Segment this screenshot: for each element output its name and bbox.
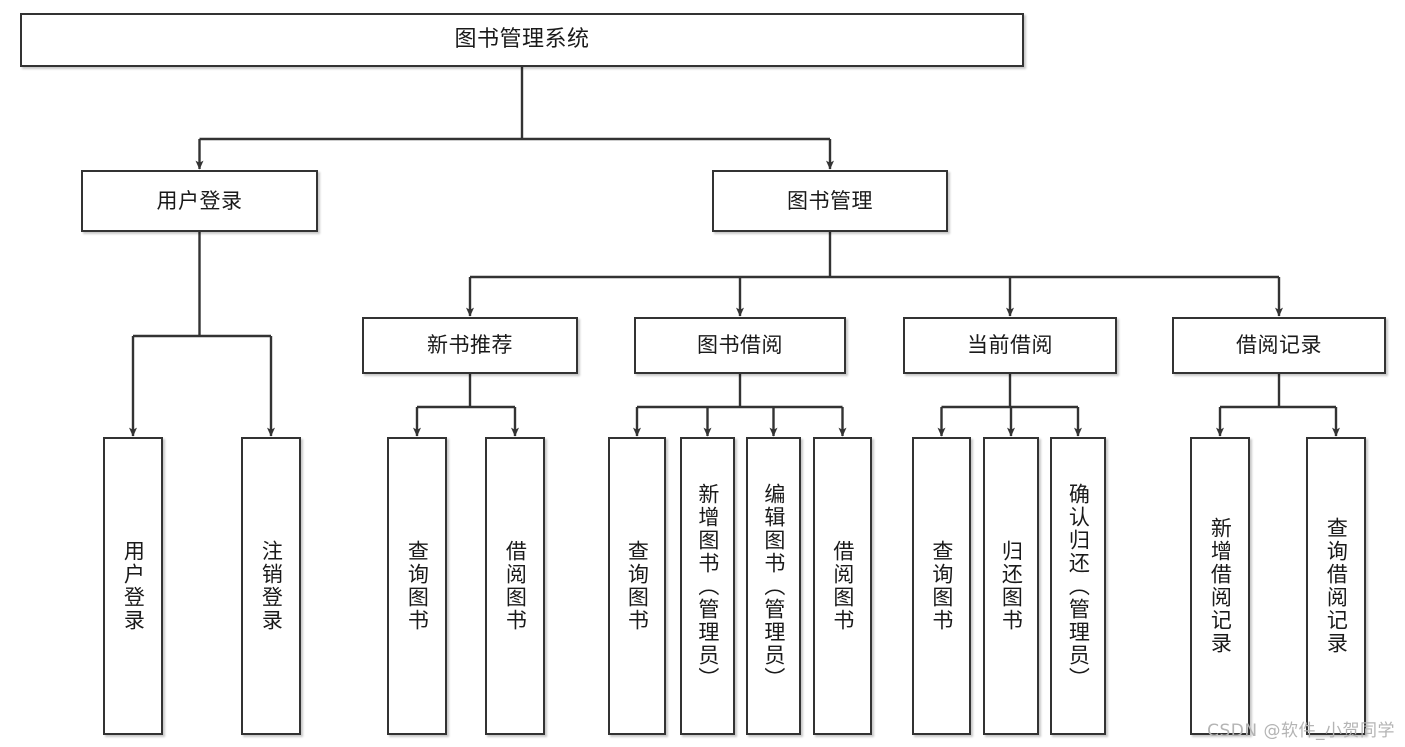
node-l2-book[interactable]: 图书管理 — [712, 170, 948, 232]
node-l3-borrow[interactable]: 图书借阅 — [634, 317, 846, 374]
node-l3-record[interactable]: 借阅记录 — [1172, 317, 1386, 374]
node-l2-user[interactable]: 用户登录 — [81, 170, 318, 232]
node-l4-10[interactable]: 归还图书 — [983, 437, 1039, 735]
node-l4-11[interactable]: 确认归还（管理员） — [1050, 437, 1106, 735]
csdn-watermark: CSDN @软件_小贺同学 — [1207, 721, 1395, 741]
node-label: 借阅图书 — [830, 540, 855, 632]
node-label: 新增图书（管理员） — [695, 482, 720, 690]
node-label: 编辑图书（管理员） — [761, 482, 786, 690]
node-l4-03[interactable]: 查询图书 — [387, 437, 447, 735]
node-label: 用户登录 — [121, 540, 146, 632]
node-l4-13[interactable]: 查询借阅记录 — [1306, 437, 1366, 735]
node-label: 归还图书 — [999, 540, 1024, 632]
node-label: 查询图书 — [625, 540, 650, 632]
node-label: 新增借阅记录 — [1208, 517, 1233, 655]
node-l4-08[interactable]: 借阅图书 — [813, 437, 872, 735]
node-label: 借阅图书 — [503, 540, 528, 632]
node-label: 注销登录 — [259, 540, 284, 632]
node-label: 图书管理 — [787, 188, 873, 213]
node-l4-01[interactable]: 用户登录 — [103, 437, 163, 735]
node-l4-02[interactable]: 注销登录 — [241, 437, 301, 735]
node-label: 图书借阅 — [697, 333, 783, 358]
node-l4-07[interactable]: 编辑图书（管理员） — [746, 437, 801, 735]
node-l3-newbook[interactable]: 新书推荐 — [362, 317, 578, 374]
node-l4-05[interactable]: 查询图书 — [608, 437, 666, 735]
node-label: 查询图书 — [405, 540, 430, 632]
node-l4-04[interactable]: 借阅图书 — [485, 437, 545, 735]
node-l3-current[interactable]: 当前借阅 — [903, 317, 1117, 374]
node-label: 图书管理系统 — [454, 27, 590, 53]
node-label: 借阅记录 — [1236, 333, 1322, 358]
node-label: 确认归还（管理员） — [1066, 482, 1091, 690]
node-label: 当前借阅 — [967, 333, 1053, 358]
node-l4-06[interactable]: 新增图书（管理员） — [680, 437, 735, 735]
node-l4-09[interactable]: 查询图书 — [912, 437, 971, 735]
node-l4-12[interactable]: 新增借阅记录 — [1190, 437, 1250, 735]
node-label: 新书推荐 — [427, 333, 513, 358]
node-label: 查询图书 — [929, 540, 954, 632]
node-label: 查询借阅记录 — [1324, 517, 1349, 655]
node-label: 用户登录 — [156, 188, 243, 213]
node-root[interactable]: 图书管理系统 — [20, 13, 1024, 67]
